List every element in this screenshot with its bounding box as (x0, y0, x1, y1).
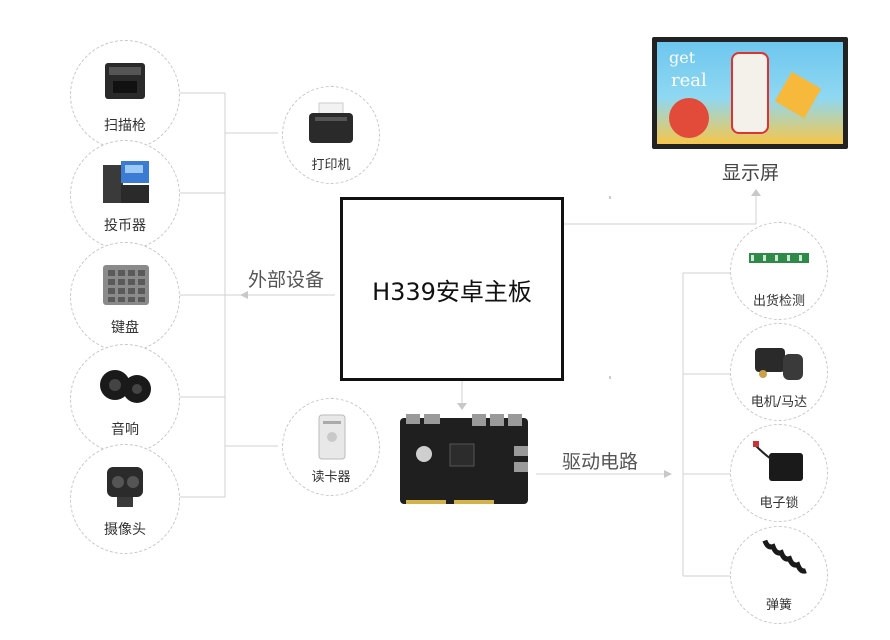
main-board-title: H339安卓主板 (372, 277, 532, 306)
detection-sensor-icon (749, 253, 809, 263)
device-label: 打印机 (311, 158, 351, 173)
peripherals-label: 外部设备 (248, 269, 325, 291)
device-label: 电子锁 (759, 496, 799, 511)
device-coin-acceptor: 投币器 (70, 140, 180, 250)
device-label: 出货检测 (752, 294, 805, 309)
motor-icon (755, 348, 803, 380)
device-keypad: 键盘 (70, 242, 180, 352)
device-label: 读卡器 (311, 470, 351, 485)
apple-icon (669, 98, 709, 138)
scanner-icon (105, 63, 145, 99)
device-spring: 弹簧 (730, 526, 828, 624)
device-detection-sensor: 出货检测 (730, 222, 828, 320)
device-card-reader: 读卡器 (282, 398, 380, 496)
device-camera: 摄像头 (70, 444, 180, 554)
main-board-box: H339安卓主板 (340, 197, 564, 381)
electronic-lock-icon (753, 441, 803, 481)
keypad-icon (103, 265, 149, 305)
device-label: 摄像头 (104, 522, 146, 538)
device-speaker: 音响 (70, 344, 180, 454)
device-label: 音响 (111, 422, 139, 438)
drive-circuit-label: 驱动电路 (562, 451, 639, 473)
printer-icon (309, 102, 353, 143)
android-board-icon (400, 414, 528, 504)
camera-icon (107, 467, 143, 507)
device-printer: 打印机 (282, 86, 380, 184)
mango-icon (774, 71, 822, 119)
coin-acceptor-icon (103, 161, 149, 203)
device-label: 键盘 (111, 320, 139, 336)
spring-icon (762, 539, 807, 574)
device-label: 电机/马达 (750, 395, 808, 410)
card-reader-icon (318, 414, 346, 460)
device-motor: 电机/马达 (730, 323, 828, 421)
ad-text-get: get (669, 48, 696, 67)
device-electronic-lock: 电子锁 (730, 424, 828, 522)
ad-text-real: real (671, 70, 707, 91)
device-label: 弹簧 (765, 598, 792, 613)
display-label: 显示屏 (722, 162, 780, 184)
display-screen: get real (652, 37, 848, 149)
device-label: 投币器 (104, 218, 146, 234)
bottle-icon (731, 52, 769, 134)
speaker-icon (100, 370, 151, 403)
device-label: 扫描枪 (104, 118, 146, 134)
device-scanner: 扫描枪 (70, 40, 180, 150)
